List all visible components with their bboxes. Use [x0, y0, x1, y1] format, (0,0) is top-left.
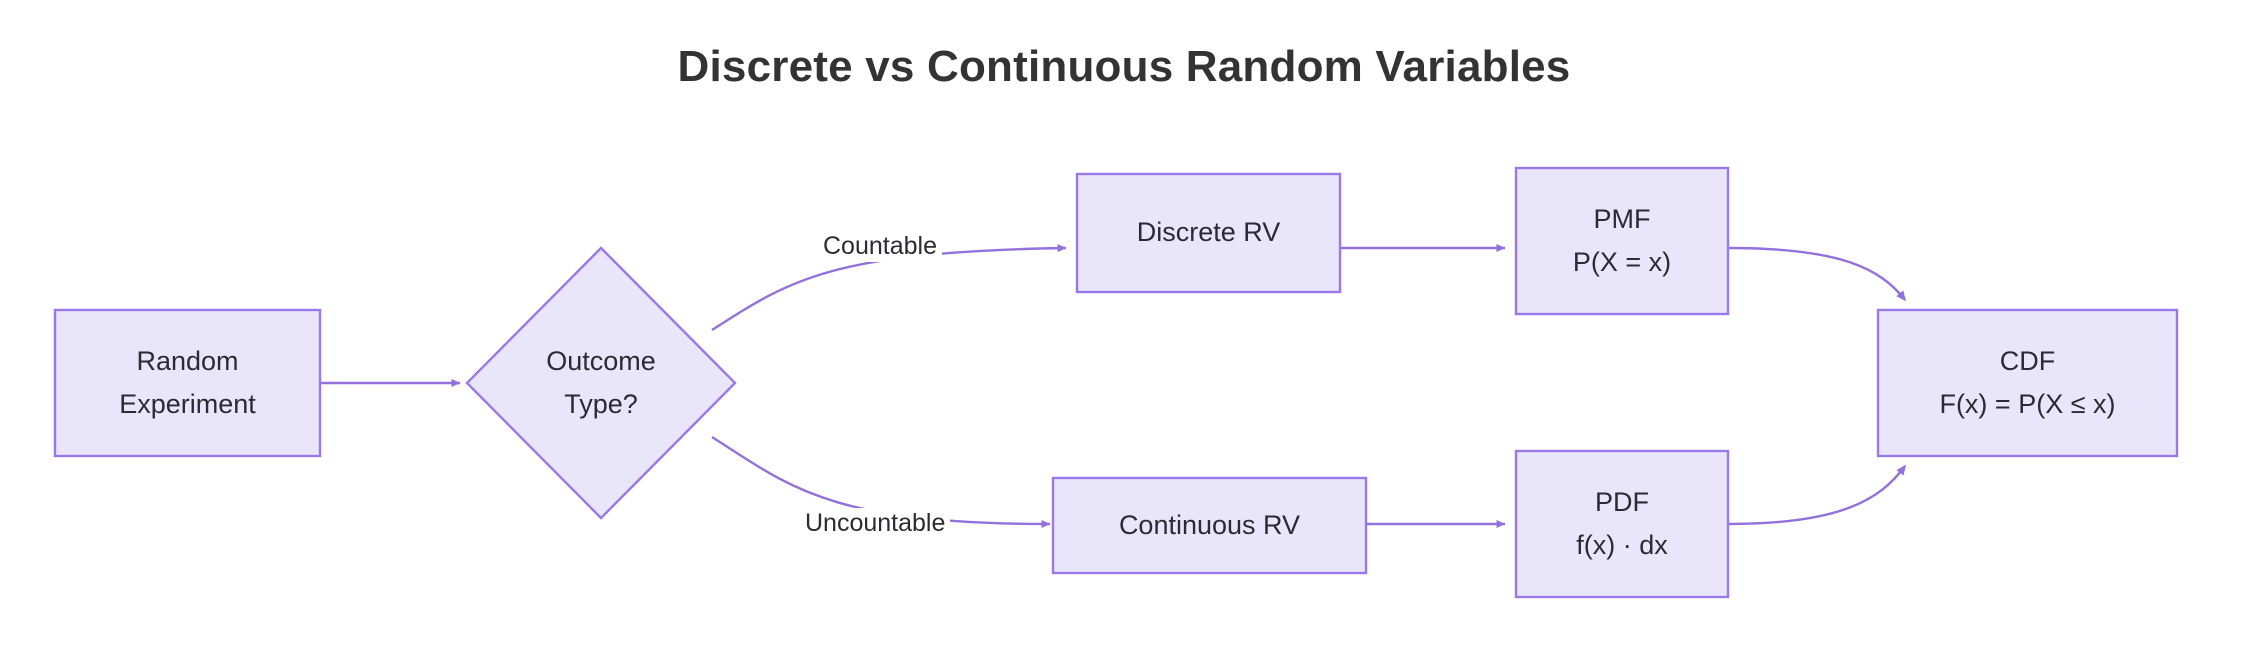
- edge-decision-to-continuous: [711, 435, 1051, 528]
- edge-label-uncountable: Uncountable: [800, 508, 951, 539]
- node-cdf[interactable]: [1876, 308, 2179, 458]
- edge-decision-to-discrete: [711, 244, 1067, 332]
- edge-pdf-to-cdf: [1727, 464, 1906, 526]
- node-pdf[interactable]: [1514, 449, 1730, 599]
- node-outcome-type[interactable]: [465, 246, 737, 520]
- node-pmf[interactable]: [1514, 166, 1730, 316]
- page-title: Discrete vs Continuous Random Variables: [677, 42, 1571, 91]
- node-random-experiment[interactable]: [53, 308, 322, 458]
- edge-label-countable: Countable: [818, 231, 942, 262]
- node-continuous-rv[interactable]: [1051, 476, 1368, 575]
- edge-pmf-to-cdf: [1727, 246, 1906, 302]
- node-discrete-rv[interactable]: [1075, 172, 1342, 294]
